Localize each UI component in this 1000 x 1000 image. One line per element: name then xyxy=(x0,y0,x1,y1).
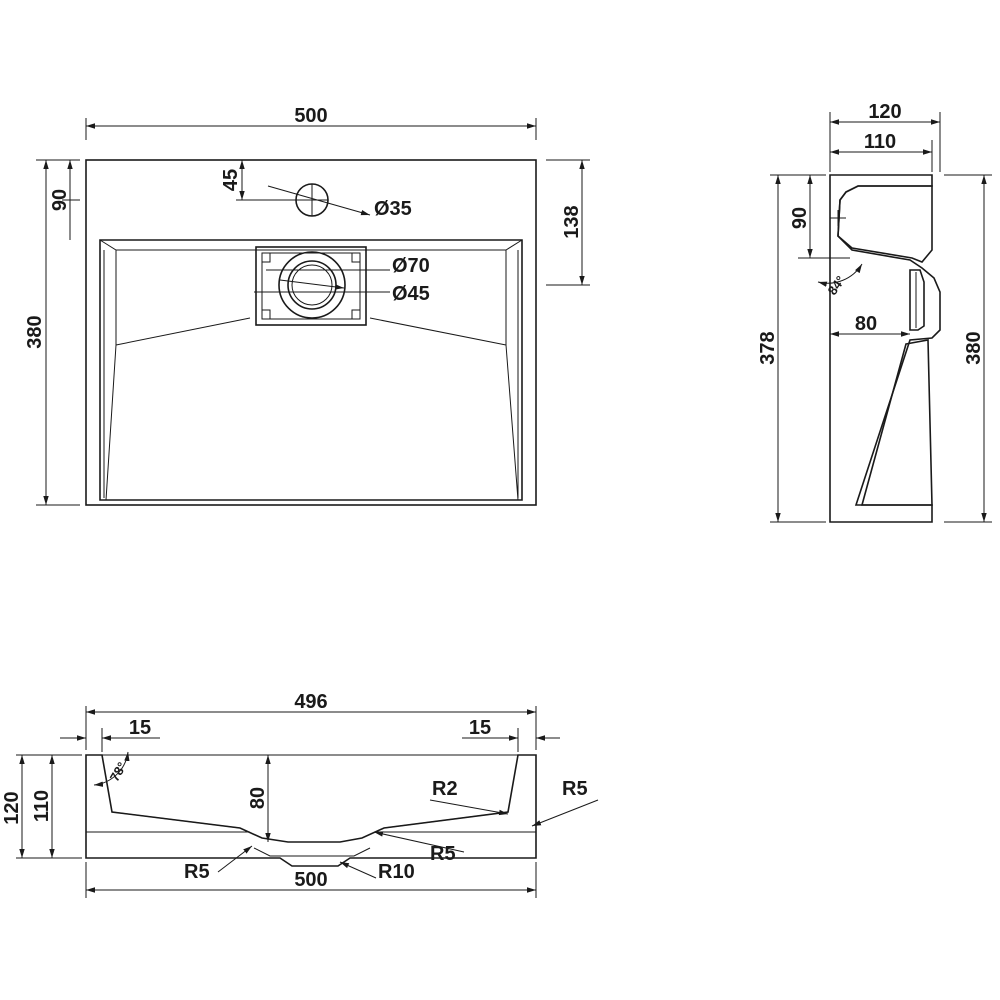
dim-side-tap-offset: 90 xyxy=(789,207,811,229)
dim-rim-left: 15 xyxy=(129,717,151,739)
label-drain-outer: Ø70 xyxy=(392,255,430,277)
dim-front-height-inner: 110 xyxy=(31,790,53,822)
dim-tap-to-edge: 45 xyxy=(220,169,242,191)
dim-side-drain-setback: 80 xyxy=(855,313,877,335)
dim-side-inner-height: 378 xyxy=(757,331,779,364)
dim-side-overall-height: 380 xyxy=(963,331,985,364)
dim-side-depth: 120 xyxy=(868,101,901,123)
top-view-outline xyxy=(85,159,537,506)
drain-outer-circle xyxy=(278,251,346,319)
bowl-outline xyxy=(99,239,523,501)
dim-tap-offset: 90 xyxy=(49,189,71,211)
dim-rim-right: 15 xyxy=(469,717,491,739)
drain-plate xyxy=(255,246,367,326)
drain-inner-circle xyxy=(287,260,337,310)
dim-top-depth: 380 xyxy=(24,315,46,348)
front-view: 496 15 15 120 110 78° 80 R2 R5 R5 xyxy=(1,691,599,898)
dim-drain-offset: 138 xyxy=(561,205,583,238)
dim-front-overall-width: 500 xyxy=(294,869,327,891)
label-radius-outer-right: R5 xyxy=(562,778,588,800)
label-front-angle: 78° xyxy=(107,759,130,784)
dim-front-inner-width: 496 xyxy=(294,691,327,713)
label-drain-inner: Ø45 xyxy=(392,283,430,305)
front-view-section xyxy=(85,754,537,867)
label-radius-drain-left: R5 xyxy=(184,861,210,883)
side-view: 120 110 90 84° 80 378 380 xyxy=(757,101,992,523)
label-radius-drain-right: R5 xyxy=(430,843,456,865)
top-view: 500 380 90 45 Ø35 Ø70 Ø45 138 xyxy=(24,105,590,506)
dim-top-width: 500 xyxy=(294,105,327,127)
label-radius-top-right: R2 xyxy=(432,778,458,800)
dim-side-inner-depth: 110 xyxy=(864,131,896,153)
label-side-angle: 84° xyxy=(825,273,849,298)
side-view-section xyxy=(829,174,941,523)
dim-front-height-total: 120 xyxy=(1,791,23,824)
dim-basin-depth: 80 xyxy=(247,787,269,809)
label-radius-drain-center: R10 xyxy=(378,861,415,883)
label-tap-hole: Ø35 xyxy=(374,198,412,220)
